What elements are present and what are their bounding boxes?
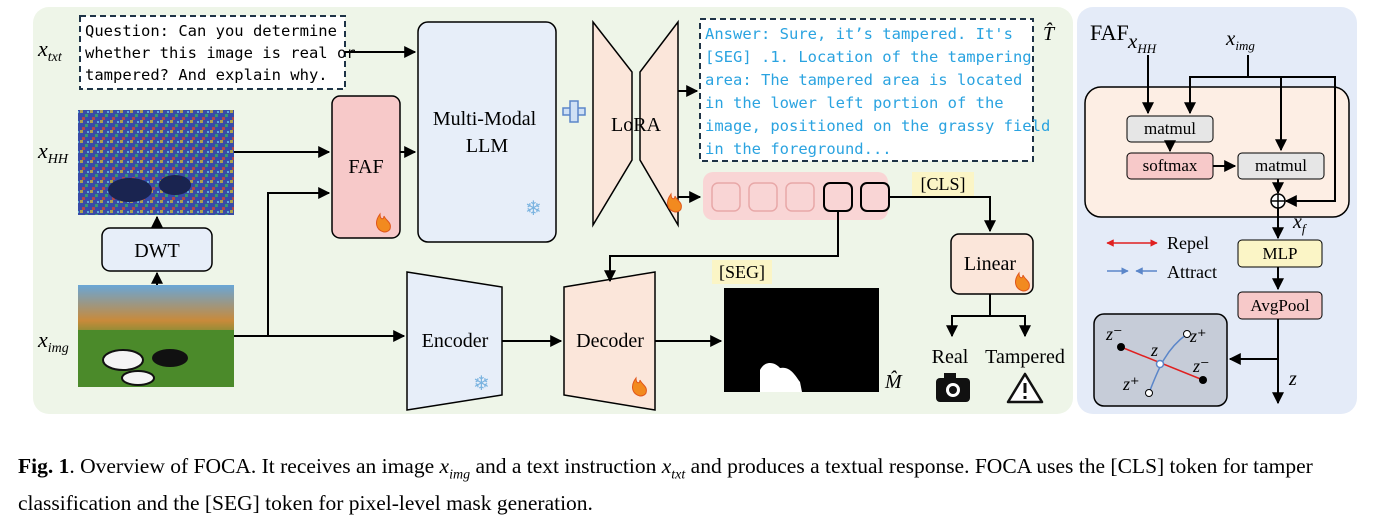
softmax-block: softmax (1126, 152, 1214, 180)
matmul-2-block: matmul (1237, 152, 1325, 180)
question-line-2: whether this image is real or (85, 44, 356, 62)
matmul-2-label: matmul (1255, 156, 1307, 175)
matmul-1-label: matmul (1144, 119, 1196, 138)
decoder-block: Decoder (563, 271, 656, 411)
matmul-1-block: matmul (1126, 115, 1214, 143)
answer-line-4: in the lower left portion of the (705, 94, 1004, 112)
cls-token (860, 182, 890, 212)
fire-icon (376, 212, 391, 233)
lora-block: LoRA (592, 19, 682, 228)
z-minus-label: z⁻ (1192, 356, 1210, 376)
t-hat-label: T̂ (1043, 22, 1056, 45)
legend-attract: Attract (1107, 262, 1217, 282)
z-minus-label: z⁻ (1105, 324, 1123, 344)
z-plus-label: z⁺ (1189, 326, 1207, 346)
dwt-label: DWT (134, 240, 180, 262)
arrow-linear-to-tampered (990, 315, 1031, 338)
token (785, 182, 815, 212)
answer-line-5: image, positioned on the grassy field (705, 117, 1050, 135)
softmax-label: softmax (1143, 156, 1198, 175)
token (711, 182, 741, 212)
caption-var-txt: xtxt (661, 454, 686, 483)
seg-tag: [SEG] (712, 260, 772, 284)
dwt-block: DWT (101, 227, 213, 272)
svg-text:Multi-Modal LLM: Multi-Modal LLM (433, 108, 541, 157)
mlp-block: MLP (1237, 239, 1323, 268)
snowflake-icon: ❄ (473, 371, 490, 395)
arrow-cls-to-linear (889, 196, 996, 233)
faf-panel-title: FAF (1090, 20, 1129, 45)
llm-label-line2: LLM (466, 135, 508, 157)
avgpool-label: AvgPool (1250, 296, 1309, 315)
avgpool-block: AvgPool (1237, 291, 1323, 320)
llm-label-line1: Multi-Modal (433, 108, 537, 130)
encoder-block: Encoder ❄ (406, 271, 503, 411)
camera-icon (936, 373, 970, 402)
arrow-ximg-to-matmul (1184, 55, 1249, 115)
mlp-label: MLP (1263, 244, 1298, 263)
seg-tag-label: [SEG] (719, 262, 765, 282)
add-icon (1270, 193, 1286, 209)
linear-block: Linear (950, 233, 1034, 295)
faf-attention-region (1084, 86, 1350, 218)
answer-line-6: in the foreground... (705, 140, 892, 158)
caption-text-3: and produces a textual response. FOCA us… (18, 454, 1313, 516)
arrow-seg-to-decoder (604, 211, 839, 283)
embedding-space: z⁻ z⁺ z z⁻ z⁺ (1093, 313, 1228, 407)
z-plus-label: z⁺ (1122, 374, 1140, 394)
seg-token (823, 182, 853, 212)
decoder-label: Decoder (576, 330, 644, 352)
answer-line-1: Answer: Sure, it’s tampered. It's (705, 25, 1013, 43)
arrow-linear-to-real (946, 294, 991, 338)
fire-icon (1015, 271, 1030, 292)
cls-tag-label: [CLS] (921, 174, 966, 194)
arrow-img-to-faf (267, 187, 331, 336)
answer-line-3: area: The tampered area is located (705, 71, 1022, 89)
token-row (703, 172, 890, 220)
tampered-label: Tampered (985, 346, 1065, 368)
plus-icon (562, 100, 586, 123)
cls-tag: [CLS] (912, 172, 974, 196)
z-output-label: z (1288, 368, 1297, 390)
linear-label: Linear (964, 253, 1017, 275)
svg-text:Answer: Sure, it’s tampered. I: Answer: Sure, it’s tampered. It's [SEG] … (705, 25, 1060, 158)
real-label: Real (932, 346, 969, 368)
predicted-mask-image (724, 288, 879, 392)
faf-block: FAF (331, 95, 401, 239)
z-center-label: z (1150, 340, 1158, 360)
lora-label: LoRA (611, 114, 662, 136)
legend-repel-label: Repel (1167, 233, 1209, 253)
encoder-label: Encoder (422, 330, 489, 352)
faf-label: FAF (348, 156, 383, 178)
token (748, 182, 778, 212)
x-img-cows-image (78, 285, 234, 387)
answer-line-2: [SEG] .1. Location of the tampering (705, 48, 1032, 66)
snowflake-icon: ❄ (525, 196, 542, 220)
svg-text:Question: Can you determine: Question: Can you determine whether this… (85, 22, 365, 84)
x-hh-heatmap-image (78, 110, 234, 215)
caption-text-1: . Overview of FOCA. It receives an image (69, 454, 440, 478)
arrow-ximg-residual (1248, 76, 1336, 207)
caption-var-img: ximg (439, 454, 471, 483)
warning-icon (1006, 372, 1044, 404)
multimodal-llm-block: Multi-Modal LLM ❄ (417, 21, 557, 243)
caption-text-2: and a text instruction (470, 454, 662, 478)
question-line-1: Question: Can you determine (85, 22, 337, 40)
question-line-3: tampered? And explain why. (85, 66, 328, 84)
figure-caption: Fig. 1. Overview of FOCA. It receives an… (18, 452, 1368, 518)
fire-icon (667, 192, 682, 213)
legend-attract-label: Attract (1167, 262, 1217, 282)
answer-box: Answer: Sure, it’s tampered. It's [SEG] … (699, 18, 1060, 162)
question-box: Question: Can you determine whether this… (79, 15, 365, 90)
legend-repel: Repel (1106, 233, 1209, 253)
caption-label: Fig. 1 (18, 454, 70, 478)
m-hat-label: M̂ (884, 370, 903, 393)
fire-icon (632, 376, 647, 397)
